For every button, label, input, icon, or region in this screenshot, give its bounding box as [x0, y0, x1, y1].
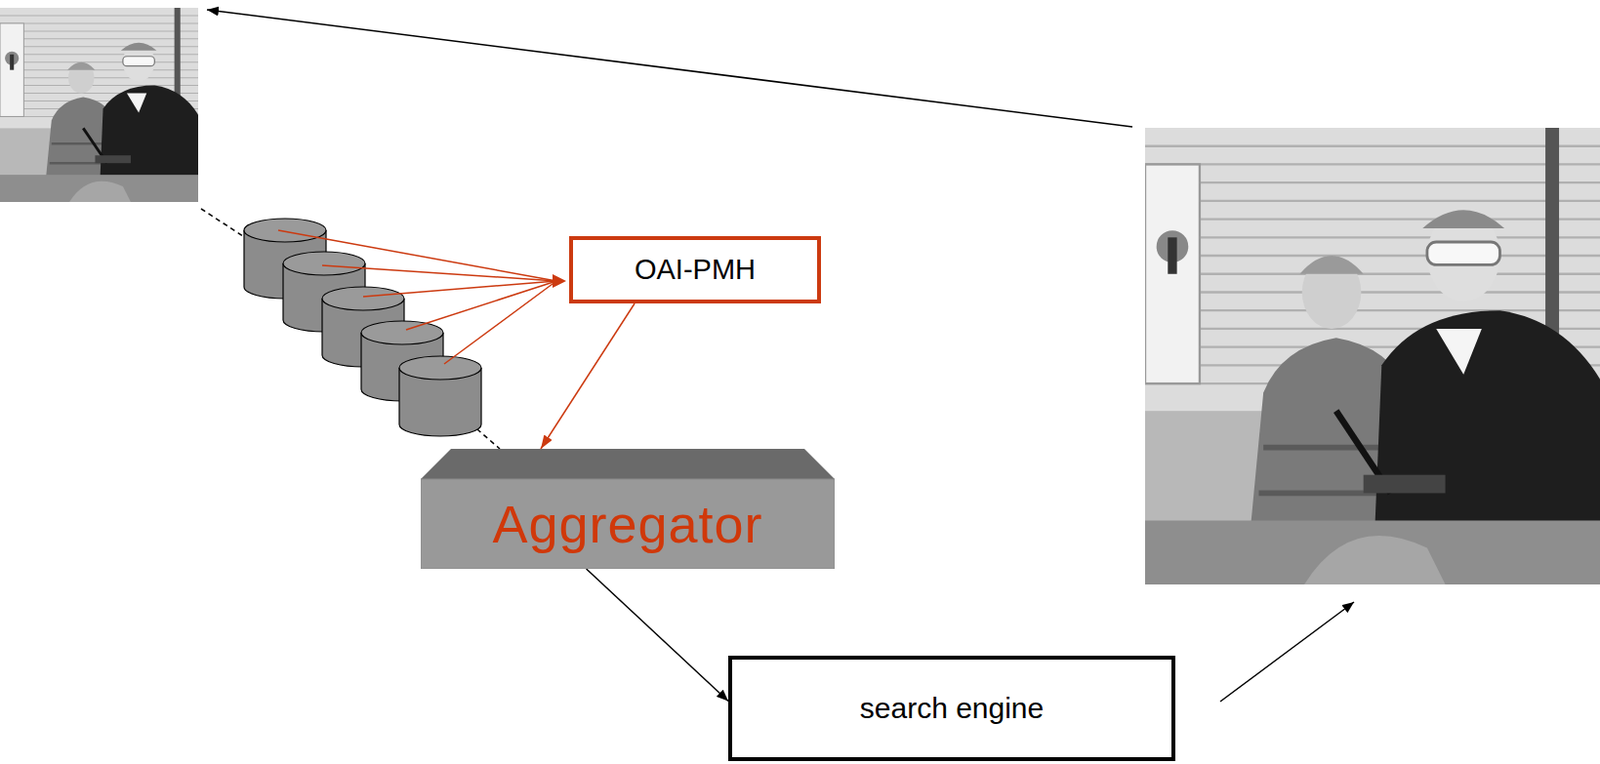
dashed-leader [201, 208, 247, 239]
result-arrow [1220, 602, 1354, 702]
node-label: Aggregator [420, 479, 835, 570]
harvest-arrowhead [552, 274, 567, 288]
box-top-face [420, 449, 835, 480]
small-photo [0, 7, 199, 203]
node-text: Aggregator [492, 493, 763, 555]
database-stack [244, 218, 482, 437]
node-label: OAI-PMH [573, 240, 818, 300]
node-text: OAI-PMH [634, 253, 756, 287]
node-label: search engine [732, 659, 1172, 758]
harvest-lines [278, 230, 557, 365]
box-front-face [420, 479, 835, 570]
flow-arrow [586, 569, 729, 701]
protocol-box: OAI-PMH [569, 236, 821, 304]
return-arrow [206, 9, 1133, 127]
aggregator-box: Aggregator [420, 449, 835, 570]
node-text: search engine [860, 692, 1044, 726]
large-photo [1145, 127, 1600, 585]
flow-arrow [540, 303, 635, 450]
search-engine-box: search engine [728, 656, 1176, 762]
